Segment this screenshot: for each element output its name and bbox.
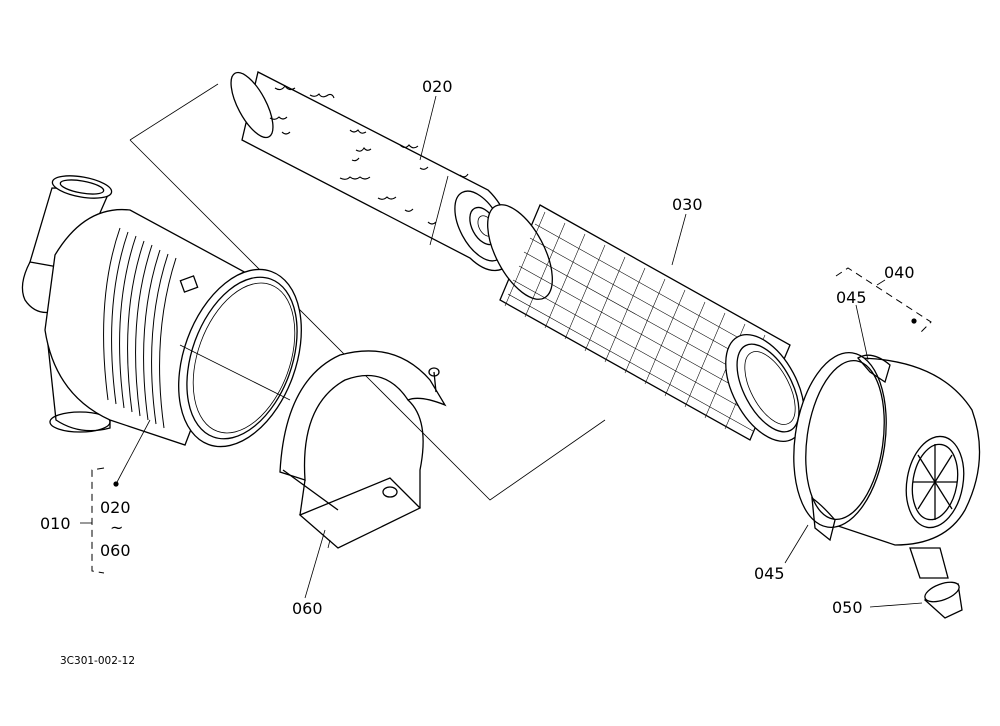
reference-frame xyxy=(129,83,606,501)
label-010: 010 xyxy=(40,514,71,533)
drawing-code: 3C301-002-12 xyxy=(60,655,135,667)
housing-ribs xyxy=(103,227,177,429)
label-040: 040 xyxy=(884,263,915,282)
part-050-valve xyxy=(923,581,963,619)
part-040-cover xyxy=(793,351,981,579)
label-060: 060 xyxy=(292,599,323,618)
label-020-group: 020 xyxy=(100,498,131,517)
part-labels: 020 030 040 045 045 050 060 010 020 ~ 06… xyxy=(40,77,915,667)
filter-texture xyxy=(269,85,469,225)
part-010-housing xyxy=(21,175,302,448)
leader-lines xyxy=(113,95,923,608)
part-060-mounting-band xyxy=(279,350,447,549)
bracket-040 xyxy=(835,267,932,334)
label-060-group: 060 xyxy=(100,541,131,560)
part-030-main-element xyxy=(487,204,805,443)
label-030: 030 xyxy=(672,195,703,214)
label-050: 050 xyxy=(832,598,863,617)
part-020-safety-element xyxy=(230,71,514,272)
label-045-top: 045 xyxy=(836,288,867,307)
label-045-bottom: 045 xyxy=(754,564,785,583)
bracket-010 xyxy=(80,467,105,574)
label-020-top: 020 xyxy=(422,77,453,96)
label-tilde: ~ xyxy=(110,518,123,537)
